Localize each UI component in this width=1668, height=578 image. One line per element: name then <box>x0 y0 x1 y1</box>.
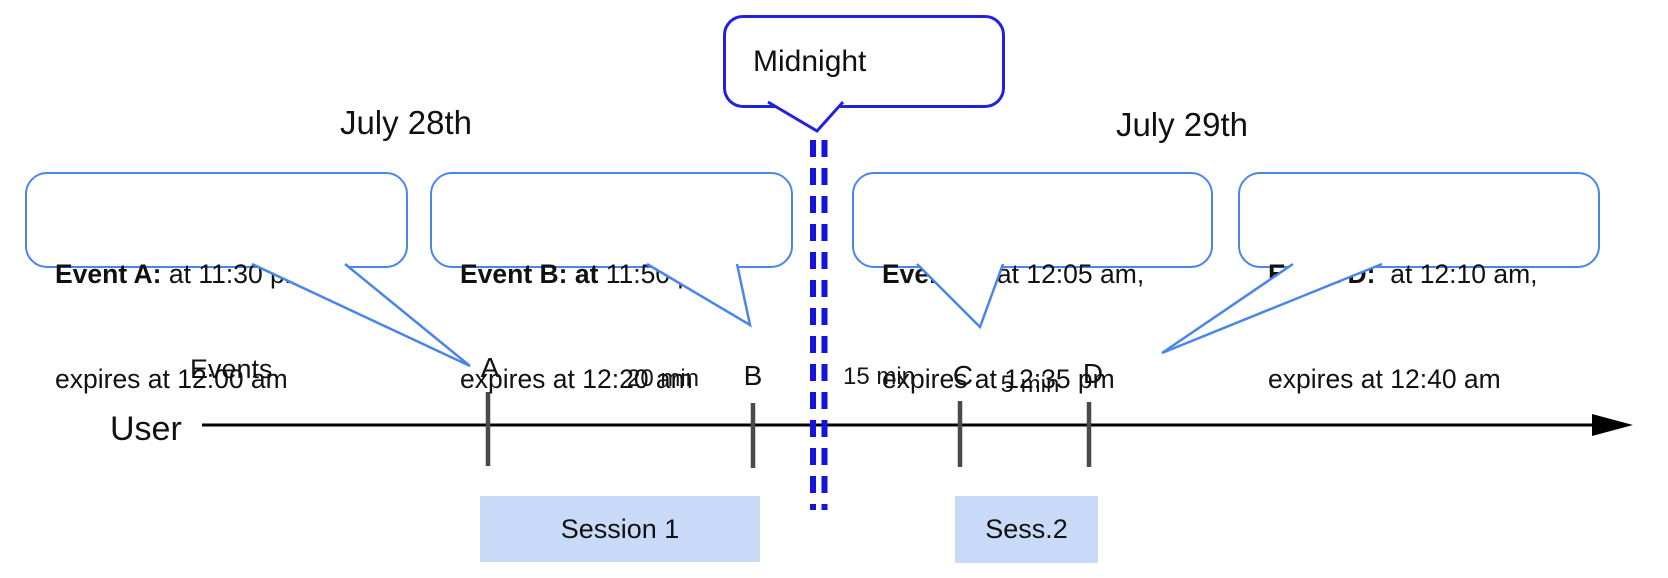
event-c-label-bold: Event C: <box>882 259 990 289</box>
event-a-label-bold: Event A: <box>55 259 162 289</box>
event-c-time: at 12:05 am, <box>989 259 1145 289</box>
event-a-text: Event A: at 11:30 pm, expires at 12:00 a… <box>27 174 406 467</box>
timeline-arrowhead-icon <box>1592 414 1633 436</box>
event-a-time: at 11:30 pm, <box>161 259 315 289</box>
event-b-line1: Event B: at 11:50 pm, <box>460 257 781 292</box>
event-d-callout: Event D: at 12:10 am, expires at 12:40 a… <box>1238 172 1600 394</box>
gap-label-5min: 5 min <box>1000 371 1060 398</box>
tick-label-c: C <box>952 360 974 391</box>
gap-label-15min: 15 min <box>842 363 916 390</box>
date-title-july-28: July 28th <box>339 104 473 141</box>
event-a-line1: Event A: at 11:30 pm, <box>55 257 396 292</box>
midnight-callout-label: Midnight <box>753 44 867 78</box>
event-c-expiry: expires at 12:35 pm <box>882 364 1115 394</box>
session-1-label: Session 1 <box>560 513 680 544</box>
tick-label-b: B <box>743 360 763 391</box>
tick-label-d: D <box>1082 358 1104 389</box>
event-d-text: Event D: at 12:10 am, expires at 12:40 a… <box>1240 174 1598 467</box>
midnight-callout: Midnight <box>723 15 1005 108</box>
event-b-text: Event B: at 11:50 pm, expires at 12:20 a… <box>432 174 791 467</box>
event-b-time: 11:50 pm, <box>598 259 722 289</box>
gap-label-20min: 20 min <box>626 365 700 392</box>
event-d-expiry: expires at 12:40 am <box>1268 364 1501 394</box>
event-a-expiry: expires at 12:00 am <box>55 364 288 394</box>
event-c-text: Event C: at 12:05 am, expires at 12:35 p… <box>854 174 1211 467</box>
session-2-label: Sess.2 <box>985 514 1068 544</box>
user-row-label: User <box>110 410 182 448</box>
date-title-july-29: July 29th <box>1115 106 1249 143</box>
event-b-callout: Event B: at 11:50 pm, expires at 12:20 a… <box>430 172 793 394</box>
session-2-box: Sess.2 <box>955 496 1098 563</box>
event-c-callout: Event C: at 12:05 am, expires at 12:35 p… <box>852 172 1213 394</box>
event-b-expiry: expires at 12:20 am <box>460 364 693 394</box>
events-row-label: Events <box>190 354 273 384</box>
tick-label-a: A <box>480 352 500 383</box>
session-1-box: Session 1 <box>480 496 760 562</box>
event-d-label-bold: Event D: <box>1268 259 1376 289</box>
event-a-callout: Event A: at 11:30 pm, expires at 12:00 a… <box>25 172 408 394</box>
event-d-time: at 12:10 am, <box>1375 259 1538 289</box>
event-b-label-bold: Event B: at <box>460 259 599 289</box>
event-c-line1: Event C: at 12:05 am, <box>882 257 1201 292</box>
event-d-line1: Event D: at 12:10 am, <box>1268 257 1588 292</box>
